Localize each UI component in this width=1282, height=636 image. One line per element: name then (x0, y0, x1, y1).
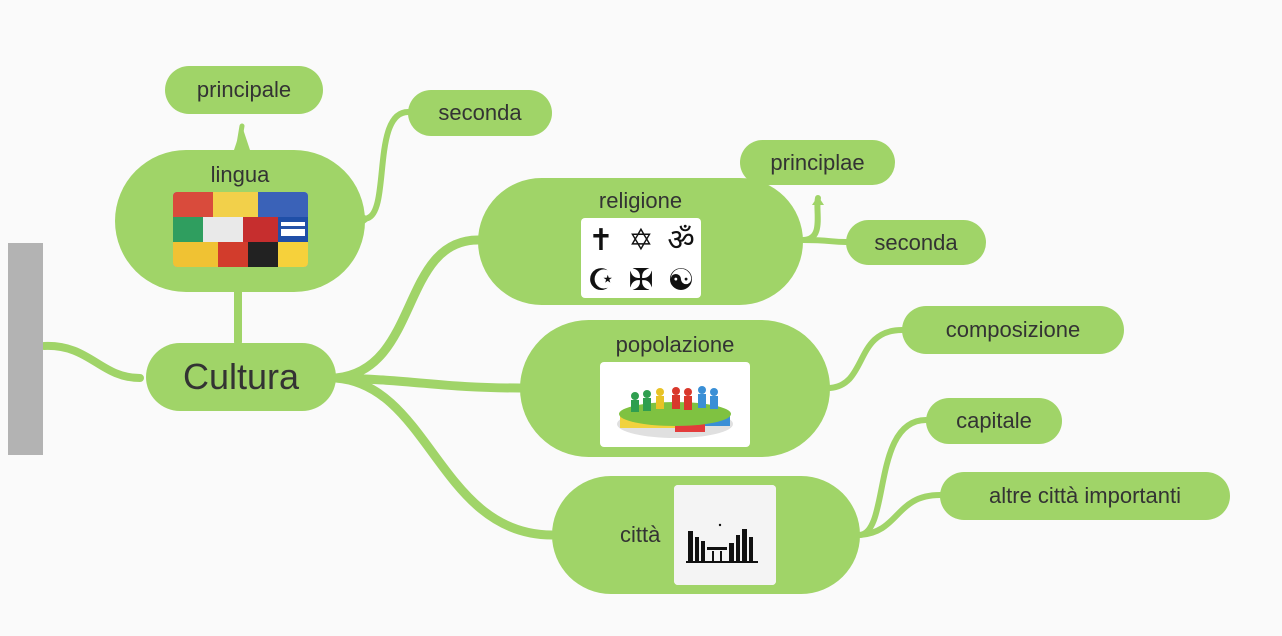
node-citta-label: città (620, 522, 661, 547)
node-lingua-principale[interactable]: principale (165, 66, 323, 114)
node-lingua-principale-label: principale (196, 77, 292, 102)
node-lingua-label: lingua (210, 162, 270, 187)
node-cultura[interactable]: Cultura (146, 343, 336, 411)
node-cultura-label: Cultura (182, 356, 300, 397)
connector-religione-seconda (800, 237, 849, 245)
node-religione-seconda[interactable]: seconda (846, 220, 986, 265)
symbol-om: ॐ (667, 223, 694, 258)
node-composizione[interactable]: composizione (902, 306, 1124, 354)
connector-lingua-seconda (365, 109, 411, 221)
city-skyline-graphic (674, 485, 777, 585)
node-citta[interactable]: città (552, 476, 860, 594)
node-composizione-label: composizione (945, 317, 1081, 342)
religious-symbols-image: ✝ ✡ ॐ ☪ ✠ ☯ (580, 218, 701, 298)
node-religione-seconda-label: seconda (874, 229, 958, 255)
arrow-tip-religione-principlae (812, 196, 824, 205)
node-religione-principlae-label: principlae (770, 149, 865, 175)
node-popolazione-label: popolazione (615, 332, 735, 357)
arrow-tip-principale (234, 126, 250, 150)
religious-symbols-graphic: ✝ ✡ ॐ ☪ ✠ ☯ (587, 223, 694, 298)
symbol-yin-yang: ☯ (667, 263, 694, 298)
node-religione-label: religione (598, 188, 683, 213)
symbol-star-of-david: ✡ (628, 223, 653, 258)
connector-popolazione-composizione (827, 327, 905, 391)
node-lingua[interactable]: lingua (115, 150, 365, 292)
node-capitale[interactable]: capitale (926, 398, 1062, 444)
connector-cultura-popolazione (331, 373, 525, 393)
flags-of-europe-image (172, 192, 308, 267)
flags-collage-graphic (172, 192, 308, 267)
connector-cultura-citta (331, 373, 557, 540)
connector-citta-altre (857, 492, 943, 538)
node-popolazione[interactable]: popolazione (520, 320, 830, 457)
population-pie-people-image (600, 362, 750, 447)
city-skyline-image (674, 485, 777, 585)
node-altre-citta[interactable]: altre città importanti (940, 472, 1230, 520)
symbol-maltese-cross: ✠ (628, 263, 653, 298)
connector-citta-capitale (857, 417, 929, 538)
side-panel-handle[interactable] (8, 243, 43, 455)
population-pie-graphic (617, 386, 733, 438)
symbol-crescent: ☪ (587, 263, 614, 298)
node-lingua-seconda-label: seconda (438, 100, 522, 125)
node-religione-principlae[interactable]: principlae (740, 140, 895, 185)
node-religione[interactable]: religione ✝ ✡ ॐ ☪ ✠ ☯ (478, 178, 803, 305)
connector-side-cultura (40, 341, 144, 382)
node-lingua-seconda[interactable]: seconda (408, 90, 552, 136)
symbol-cross: ✝ (588, 223, 613, 258)
connector-cultura-religione (331, 235, 483, 383)
node-altre-citta-label: altre città importanti (989, 483, 1181, 508)
node-capitale-label: capitale (956, 408, 1032, 433)
